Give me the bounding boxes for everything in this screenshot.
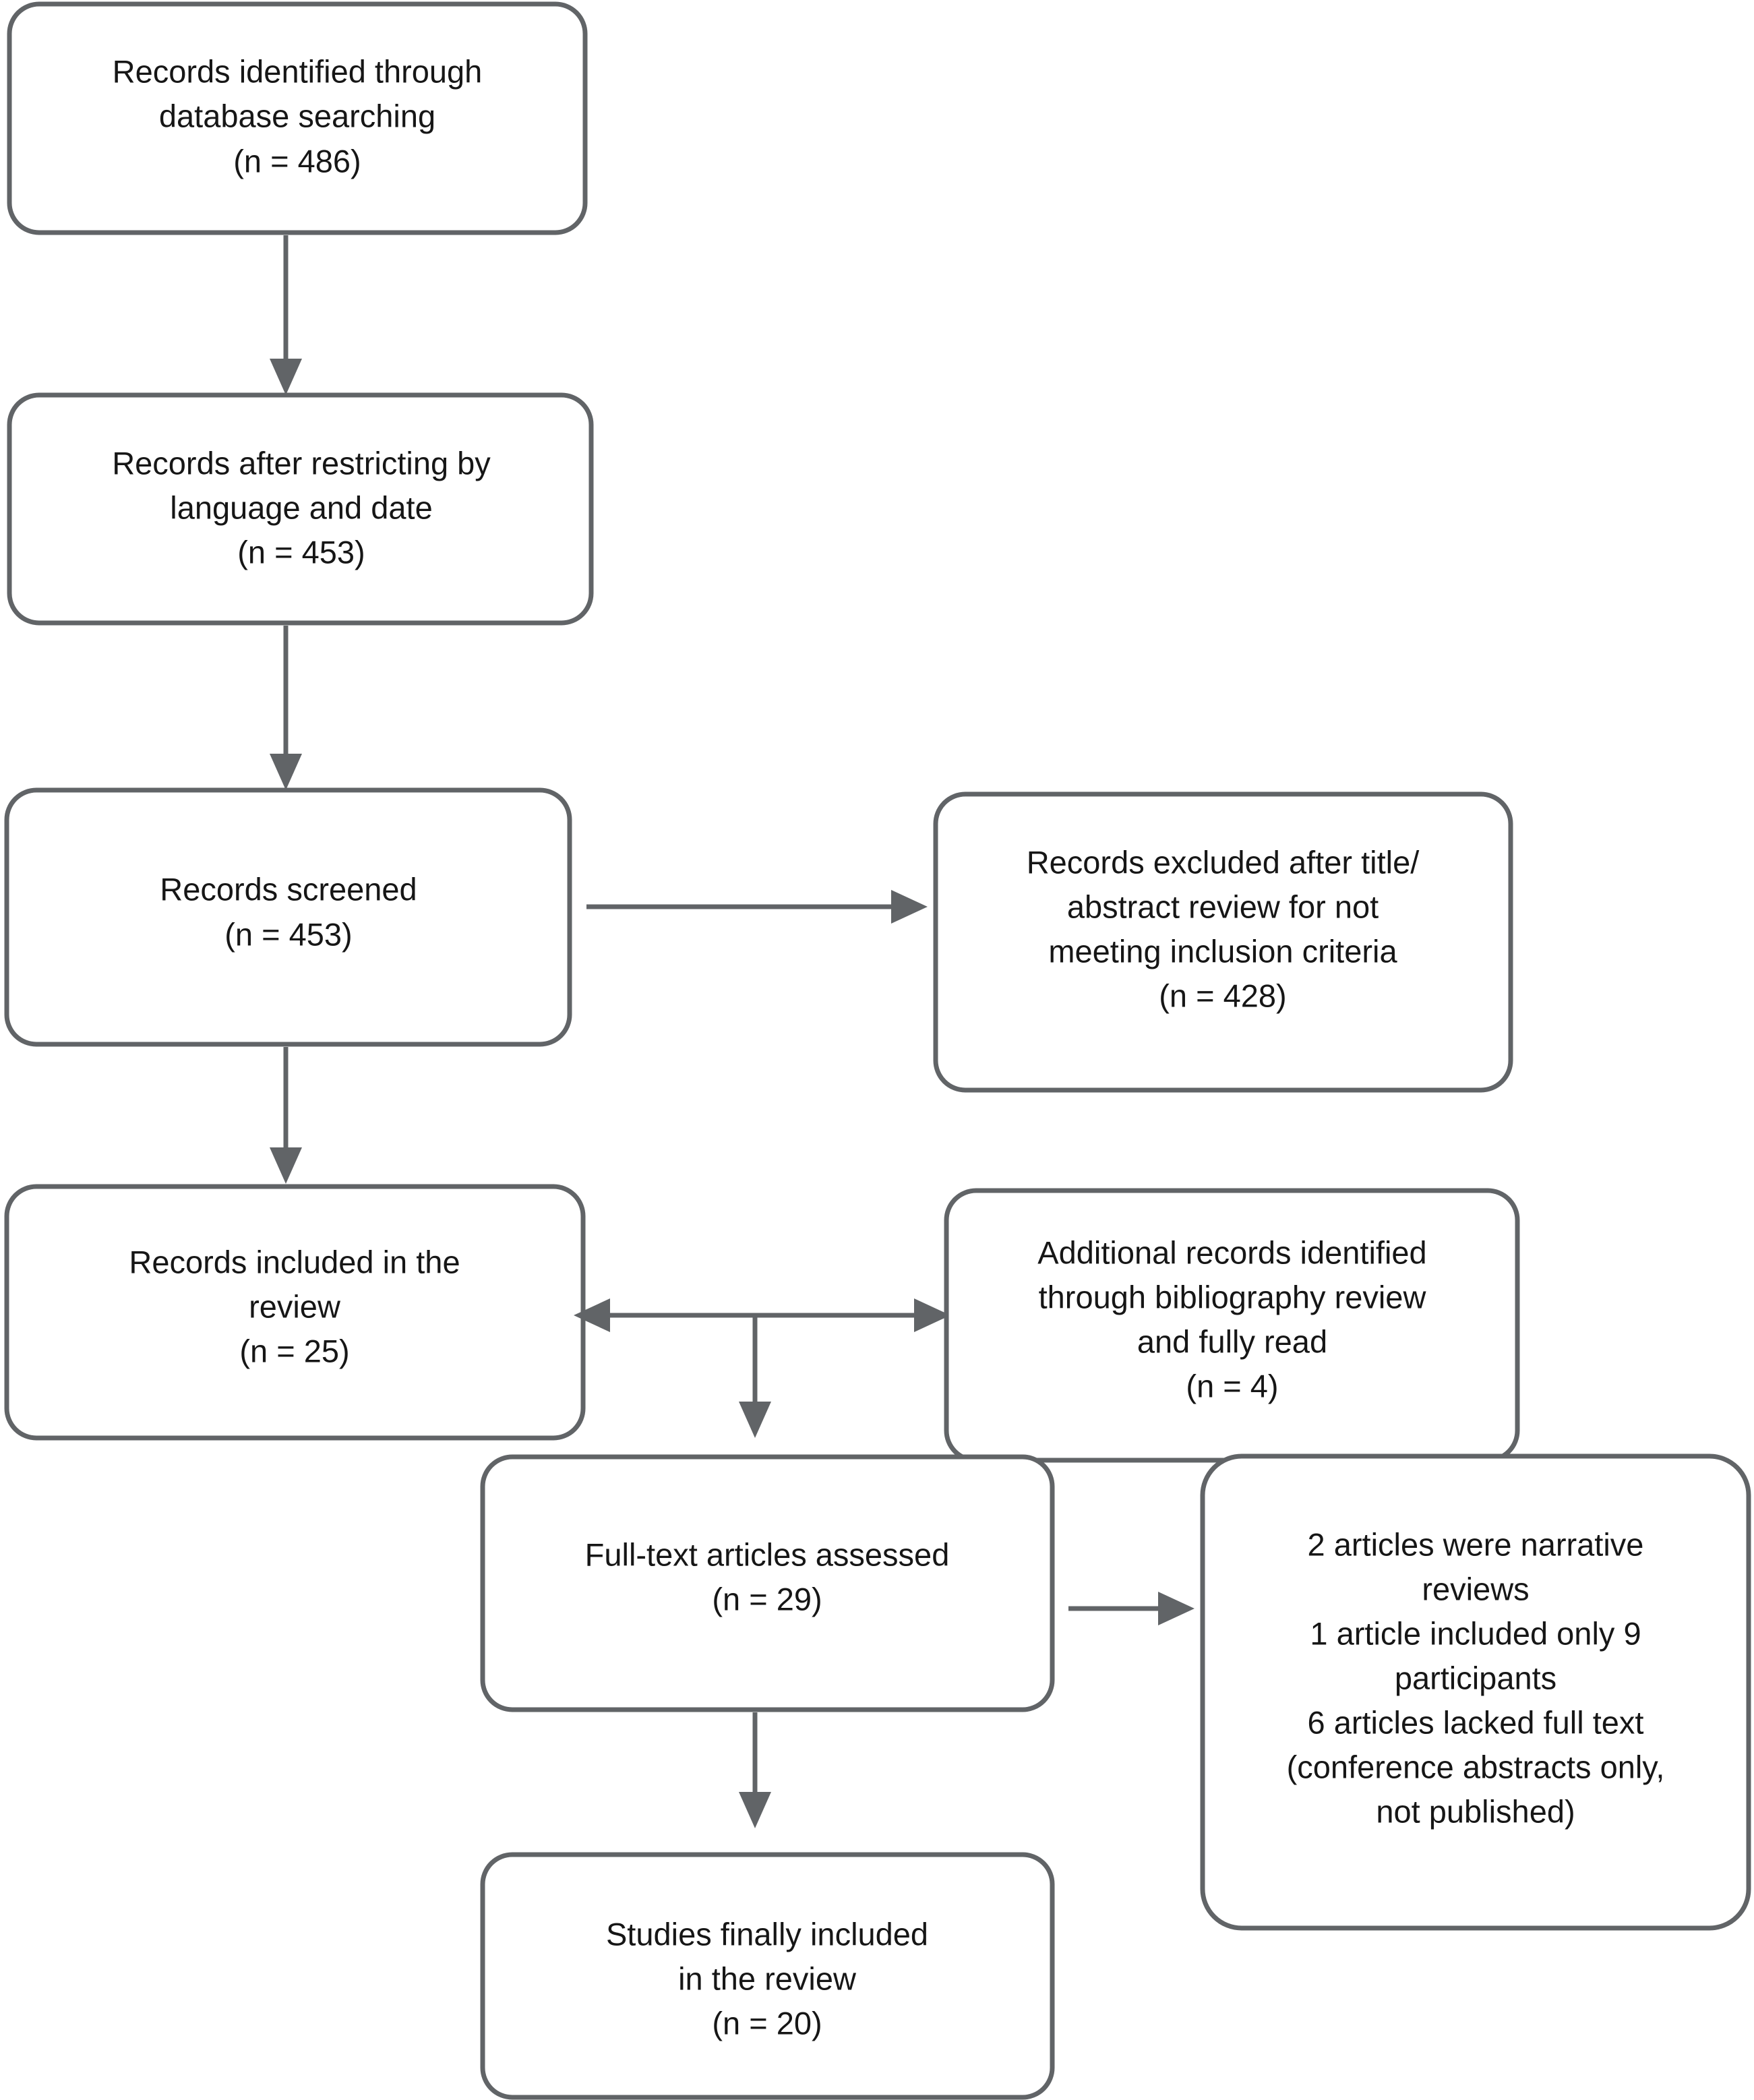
records-identified-line-0: Records identified through — [113, 53, 483, 89]
connector-arrow-included-additional-bidirectional — [574, 1298, 950, 1438]
node-records-included[interactable]: Records included in the review (n = 25) — [4, 1184, 586, 1441]
records-after-restricting-line-1: language and date — [170, 489, 432, 525]
connector-arrow-identified-to-restricted — [270, 235, 302, 395]
records-included-line-0: Records included in the — [129, 1244, 460, 1280]
exclusion-reasons-line-3: participants — [1395, 1660, 1556, 1696]
node-exclusion-reasons[interactable]: 2 articles were narrative reviews 1 arti… — [1200, 1453, 1751, 1931]
records-screened-box[interactable] — [4, 787, 572, 1047]
connector-arrow-full-text-to-exclusion-reasons — [1068, 1592, 1194, 1625]
arrow-head-down-icon — [739, 1792, 771, 1828]
node-full-text-assessed[interactable]: Full-text articles assessed (n = 29) — [480, 1454, 1055, 1712]
node-records-identified[interactable]: Records identified through database sear… — [7, 1, 588, 235]
arrow-head-right-icon — [1158, 1592, 1194, 1625]
connector-arrow-screened-to-excluded — [586, 890, 928, 924]
additional-records-count: (n = 4) — [1186, 1368, 1278, 1404]
full-text-assessed-line-0: Full-text articles assessed — [585, 1536, 950, 1572]
studies-finally-included-line-0: Studies finally included — [606, 1916, 928, 1952]
records-excluded-line-2: meeting inclusion criteria — [1048, 933, 1397, 969]
arrow-head-right-icon — [914, 1298, 950, 1332]
arrow-head-down-icon — [270, 754, 302, 790]
node-records-excluded[interactable]: Records excluded after title/ abstract r… — [933, 791, 1513, 1093]
exclusion-reasons-line-6: not published) — [1376, 1793, 1575, 1829]
records-excluded-box[interactable] — [933, 791, 1513, 1093]
connector-arrow-full-text-to-studies-included — [739, 1712, 771, 1828]
records-screened-line-0: Records screened — [160, 871, 417, 907]
records-included-count: (n = 25) — [239, 1333, 349, 1369]
arrow-head-down-icon — [739, 1402, 771, 1438]
arrow-head-down-icon — [270, 1147, 302, 1184]
records-excluded-line-0: Records excluded after title/ — [1027, 844, 1420, 880]
additional-records-line-0: Additional records identified — [1037, 1234, 1426, 1270]
records-excluded-line-1: abstract review for not — [1067, 889, 1379, 924]
studies-finally-included-count: (n = 20) — [712, 2005, 822, 2041]
node-records-screened[interactable]: Records screened (n = 453) — [4, 787, 572, 1047]
node-records-after-restricting[interactable]: Records after restricting by language an… — [7, 392, 594, 626]
records-identified-count: (n = 486) — [233, 143, 361, 179]
exclusion-reasons-line-1: reviews — [1422, 1571, 1529, 1607]
records-after-restricting-box[interactable] — [7, 392, 594, 626]
records-identified-box[interactable] — [7, 1, 588, 235]
full-text-assessed-count: (n = 29) — [712, 1581, 822, 1617]
exclusion-reasons-line-2: 1 article included only 9 — [1310, 1615, 1641, 1651]
full-text-assessed-box[interactable] — [480, 1454, 1055, 1712]
node-studies-finally-included[interactable]: Studies finally included in the review (… — [480, 1852, 1055, 2100]
node-additional-records[interactable]: Additional records identified through bi… — [944, 1188, 1520, 1463]
exclusion-reasons-box[interactable] — [1200, 1453, 1751, 1931]
arrow-head-right-icon — [891, 890, 928, 924]
records-included-line-1: review — [249, 1288, 341, 1324]
records-after-restricting-count: (n = 453) — [237, 534, 365, 570]
connector-arrow-screened-to-included — [270, 1047, 302, 1184]
exclusion-reasons-line-5: (conference abstracts only, — [1287, 1749, 1665, 1784]
records-excluded-count: (n = 428) — [1159, 978, 1286, 1013]
studies-finally-included-line-1: in the review — [678, 1960, 857, 1996]
arrow-head-down-icon — [270, 359, 302, 395]
records-after-restricting-line-0: Records after restricting by — [112, 445, 491, 481]
exclusion-reasons-line-4: 6 articles lacked full text — [1308, 1704, 1644, 1740]
additional-records-line-2: and fully read — [1137, 1323, 1327, 1359]
records-screened-count: (n = 453) — [224, 916, 352, 952]
studies-finally-included-box[interactable] — [480, 1852, 1055, 2100]
records-identified-line-1: database searching — [159, 98, 435, 133]
connector-arrow-restricted-to-screened — [270, 626, 302, 790]
exclusion-reasons-line-0: 2 articles were narrative — [1308, 1526, 1644, 1562]
arrow-head-left-icon — [574, 1298, 610, 1332]
additional-records-line-1: through bibliography review — [1039, 1279, 1427, 1315]
